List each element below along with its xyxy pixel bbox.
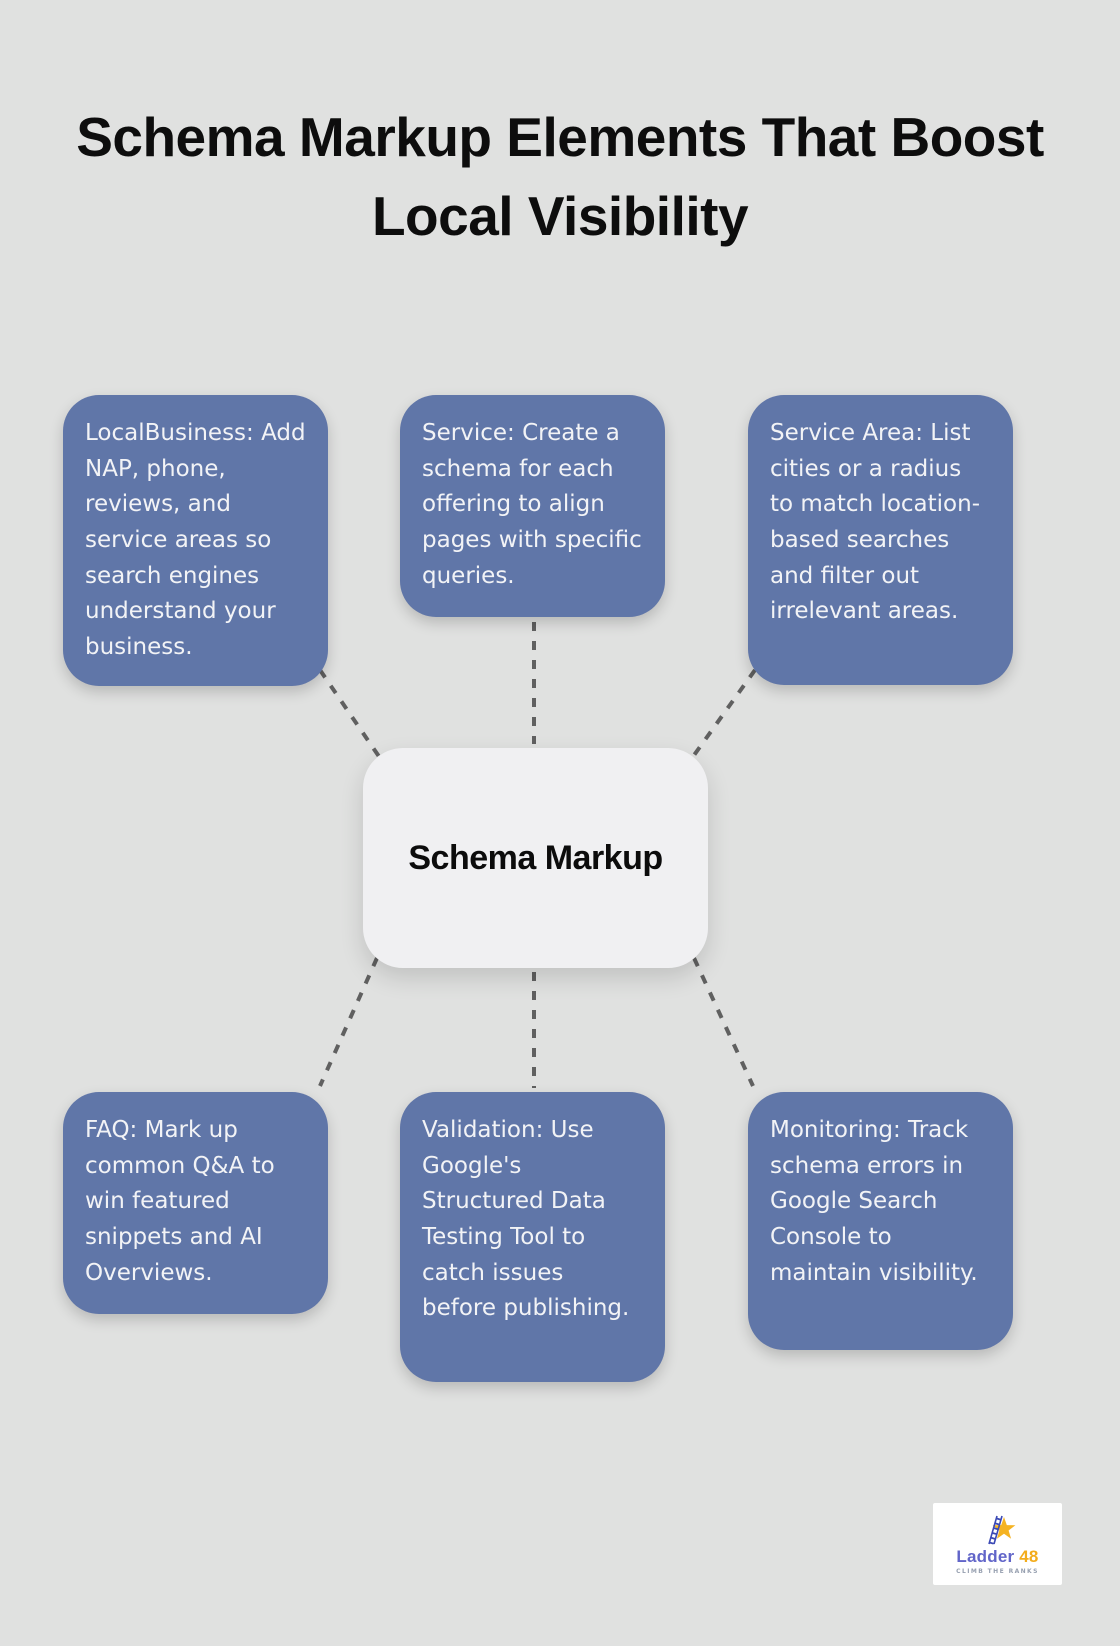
node-faq-text: FAQ: Mark up common Q&A to win featured …: [85, 1117, 275, 1286]
connector-line-top-left: [318, 668, 382, 760]
node-monitoring-text: Monitoring: Track schema errors in Googl…: [770, 1117, 978, 1286]
connector-line-top-right: [690, 668, 757, 760]
center-node-schema-markup: Schema Markup: [363, 748, 708, 968]
node-validation-text: Validation: Use Google's Structured Data…: [422, 1117, 630, 1322]
node-monitoring: Monitoring: Track schema errors in Googl…: [748, 1092, 1013, 1350]
connector-line-bottom-left: [318, 957, 379, 1087]
node-validation: Validation: Use Google's Structured Data…: [400, 1092, 665, 1382]
node-faq: FAQ: Mark up common Q&A to win featured …: [63, 1092, 328, 1314]
center-node-label: Schema Markup: [408, 838, 663, 877]
node-service-area: Service Area: List cities or a radius to…: [748, 395, 1013, 685]
connector-line-bottom-right: [692, 957, 755, 1087]
node-service: Service: Create a schema for each offeri…: [400, 395, 665, 617]
brand-logo-tagline: CLIMB THE RANKS: [956, 1568, 1039, 1576]
ladder-star-icon: [987, 1515, 1015, 1545]
brand-logo-text: Ladder 48: [956, 1546, 1039, 1566]
node-service-text: Service: Create a schema for each offeri…: [422, 420, 642, 589]
brand-logo-word: Ladder: [956, 1546, 1015, 1566]
node-local-business-text: LocalBusiness: Add NAP, phone, reviews, …: [85, 420, 306, 660]
node-service-area-text: Service Area: List cities or a radius to…: [770, 420, 981, 625]
brand-logo-number: 48: [1019, 1546, 1039, 1566]
page-title: Schema Markup Elements That Boost Local …: [76, 106, 1044, 247]
node-local-business: LocalBusiness: Add NAP, phone, reviews, …: [63, 395, 328, 687]
brand-logo: Ladder 48 CLIMB THE RANKS: [933, 1503, 1062, 1585]
